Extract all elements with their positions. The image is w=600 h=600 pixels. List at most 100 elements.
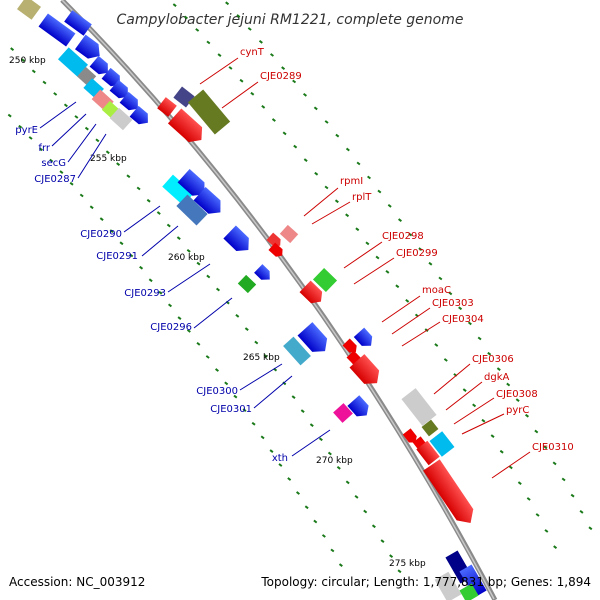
connector xyxy=(51,113,87,147)
tick-label-260: 260 kbp xyxy=(168,253,205,263)
track-dot xyxy=(282,381,287,386)
connector xyxy=(199,57,239,85)
connector xyxy=(77,133,107,179)
connector xyxy=(39,101,77,129)
track-dot xyxy=(292,79,297,84)
track-dot xyxy=(303,92,307,97)
gene-box xyxy=(109,107,133,131)
gene-box xyxy=(312,267,338,293)
gene-label-CJE0299: CJE0299 xyxy=(396,248,438,259)
connector xyxy=(221,81,259,109)
track-dot xyxy=(260,435,265,440)
gene-label-CJE0308: CJE0308 xyxy=(496,389,538,400)
tick-label-270: 270 kbp xyxy=(316,456,353,466)
connector xyxy=(461,413,505,435)
gene-label-pyrC: pyrC xyxy=(506,405,529,416)
connector xyxy=(253,375,293,409)
gene-label-CJE0291: CJE0291 xyxy=(96,251,138,262)
track-dot xyxy=(146,198,151,203)
gene-box xyxy=(176,194,208,226)
gene-arrow xyxy=(119,91,138,111)
track-dot xyxy=(99,217,104,222)
gene-box xyxy=(57,47,89,77)
track-dot xyxy=(499,449,504,454)
track-dot xyxy=(443,358,448,362)
track-dot xyxy=(296,491,300,495)
track-dot xyxy=(217,53,222,58)
gene-label-CJE0290: CJE0290 xyxy=(80,229,122,240)
tick-dots xyxy=(7,1,593,574)
gene-arrow xyxy=(254,264,270,280)
track-dot xyxy=(389,554,394,559)
track-dot xyxy=(21,58,25,63)
track-dot xyxy=(176,236,181,241)
track-dot xyxy=(309,423,314,428)
track-dot xyxy=(345,147,350,152)
track-dot xyxy=(119,241,124,246)
gene-arrow xyxy=(297,322,328,352)
track-dot xyxy=(7,113,12,118)
track-dot xyxy=(263,354,268,358)
track-dot xyxy=(184,15,188,20)
gene-label-CJE0301: CJE0301 xyxy=(210,404,252,415)
gene-label-moaC: moaC xyxy=(422,285,451,296)
gene-arrow xyxy=(223,225,249,251)
track-dot xyxy=(335,133,340,138)
gene-label-CJE0293: CJE0293 xyxy=(124,288,166,299)
track-dot xyxy=(251,421,256,426)
track-dot xyxy=(371,524,376,529)
gene-box xyxy=(237,274,257,294)
gene-arrow xyxy=(167,108,203,143)
track-dot xyxy=(129,253,134,258)
tick-label-275: 275 kbp xyxy=(389,559,426,569)
track-dot xyxy=(365,241,370,246)
track-dot xyxy=(84,126,89,131)
gene-label-xth: xth xyxy=(272,453,288,464)
track-dot xyxy=(254,340,259,345)
tick-label-265: 265 kbp xyxy=(243,353,280,363)
track-dot xyxy=(95,138,100,143)
track-dot xyxy=(380,539,385,544)
track-dot xyxy=(186,248,191,253)
track-dot xyxy=(313,106,318,111)
track-dot xyxy=(158,290,163,295)
track-dot xyxy=(242,408,247,413)
gene-label-cynT: cynT xyxy=(240,47,265,58)
track-dot xyxy=(534,429,539,434)
reverse-strand-genes xyxy=(17,0,487,600)
track-dot xyxy=(126,174,131,179)
track-dot xyxy=(588,526,593,531)
track-dot xyxy=(345,213,350,218)
tick-labels: 250 kbp 255 kbp 260 kbp 265 kbp 270 kbp … xyxy=(9,56,426,569)
track-dot xyxy=(487,351,492,356)
track-dot xyxy=(69,181,74,186)
track-dot xyxy=(428,261,433,266)
track-dot xyxy=(215,368,219,372)
gene-box xyxy=(64,10,92,36)
gene-label-CJE0296: CJE0296 xyxy=(150,322,192,333)
gene-box xyxy=(17,0,41,20)
track-dot xyxy=(196,261,201,266)
track-dot xyxy=(278,463,283,467)
track-dot xyxy=(38,147,43,152)
track-dot xyxy=(330,548,335,553)
track-dot xyxy=(472,403,477,408)
track-dot xyxy=(570,493,575,498)
accession-text: Accession: NC_003912 xyxy=(9,575,145,589)
tick-label-255: 255 kbp xyxy=(90,154,127,164)
gene-arrow xyxy=(347,395,369,417)
track-dot xyxy=(116,162,121,167)
track-dot xyxy=(239,78,244,83)
track-dot xyxy=(270,53,274,57)
track-dot xyxy=(31,69,36,74)
track-dot xyxy=(355,227,360,232)
track-dot xyxy=(395,284,400,289)
track-dot xyxy=(304,505,309,510)
track-dot xyxy=(462,388,467,393)
track-dot xyxy=(397,569,402,574)
track-dot xyxy=(74,115,79,119)
forward-strand-genes xyxy=(157,86,474,524)
track-dot xyxy=(139,265,144,270)
track-dot xyxy=(168,303,172,308)
